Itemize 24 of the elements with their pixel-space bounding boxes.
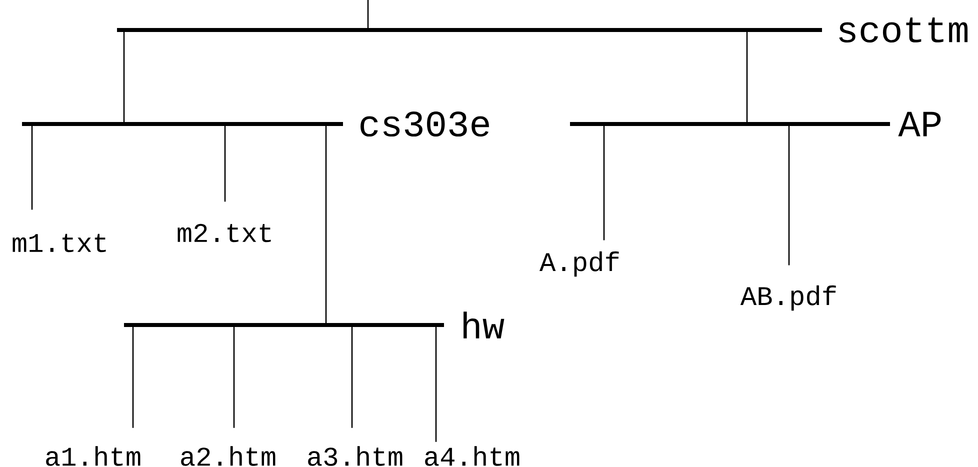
file-name: m2.txt <box>178 224 271 242</box>
tree-line <box>224 124 226 202</box>
file-name: AB.pdf <box>740 285 836 311</box>
tree-line <box>435 325 437 442</box>
tree-line <box>603 124 605 240</box>
folder-name: cs303e <box>360 111 489 137</box>
file-name: a4.htm <box>425 446 520 466</box>
tree-line <box>31 124 33 210</box>
tree-line <box>123 30 125 124</box>
tree-line <box>788 124 790 266</box>
tree-line <box>746 30 748 124</box>
tree-line <box>351 325 353 428</box>
tree-line <box>325 124 327 325</box>
tree-line <box>367 0 369 30</box>
folder-name: hw <box>464 312 504 338</box>
tree-line <box>233 325 235 428</box>
file-name: A.pdf <box>540 251 619 277</box>
file-name: a3.htm <box>308 446 402 466</box>
file-name: a2.htm <box>181 446 276 466</box>
folder-name: scottm <box>839 18 968 42</box>
tree-line <box>132 325 134 428</box>
folder-name: AP <box>898 112 941 136</box>
file-name: a1.htm <box>46 446 140 466</box>
file-name: m1.txt <box>12 234 106 252</box>
